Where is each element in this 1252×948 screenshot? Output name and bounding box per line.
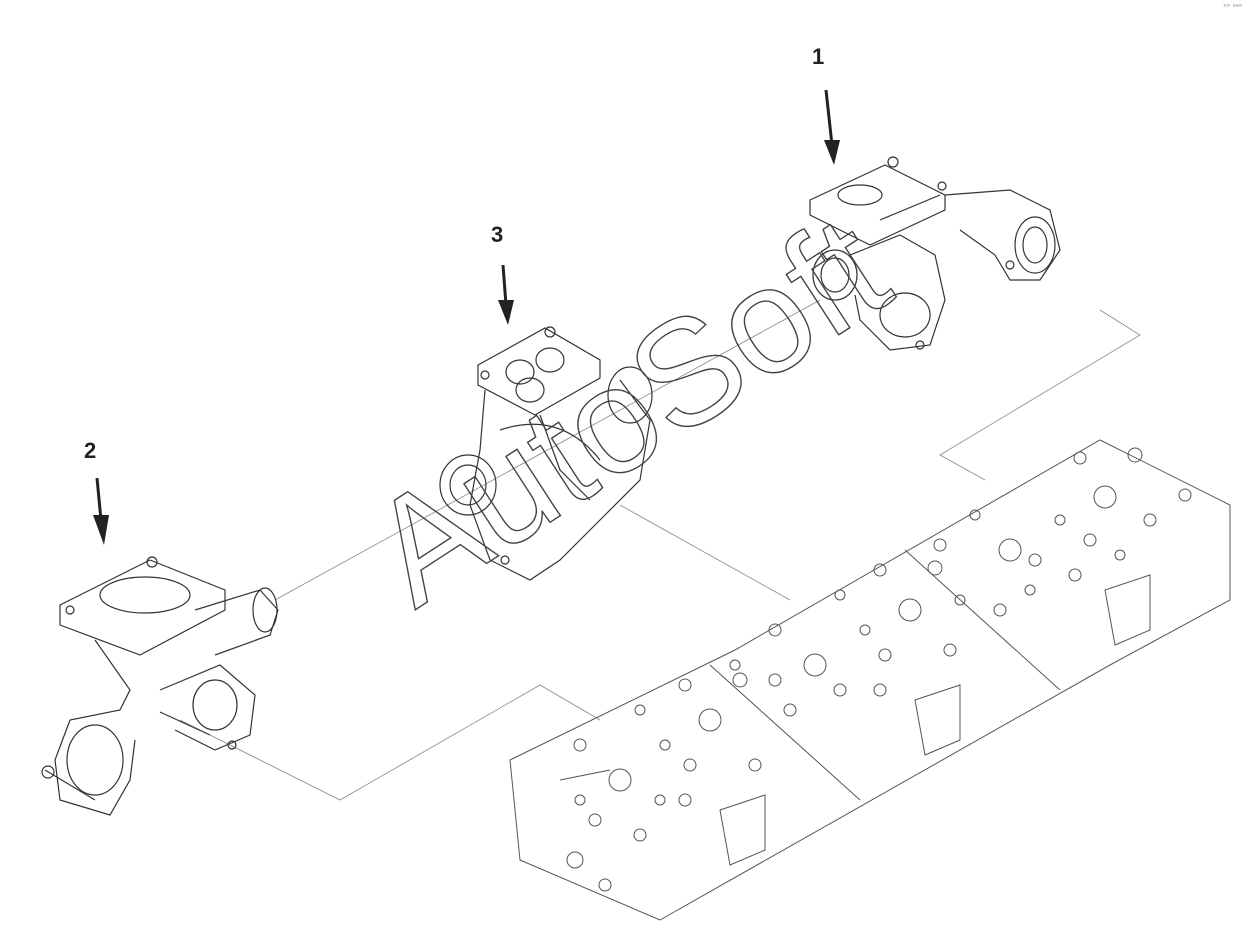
corner-mark: ᵉᵒ ᵃᵃᵃ [1223, 2, 1242, 11]
watermark: AutoSoft [341, 183, 915, 637]
callout-2: 2 [84, 438, 97, 463]
cylinder-heads [509, 439, 1231, 921]
callout-1: 1 [812, 44, 825, 69]
callout-3: 3 [491, 222, 504, 247]
assembly-guide-lines [179, 299, 1141, 801]
callout-arrows [93, 89, 840, 545]
manifold-front-section [41, 556, 279, 816]
manifold-rear-section [809, 156, 1061, 351]
manifold-center-section [439, 326, 653, 581]
